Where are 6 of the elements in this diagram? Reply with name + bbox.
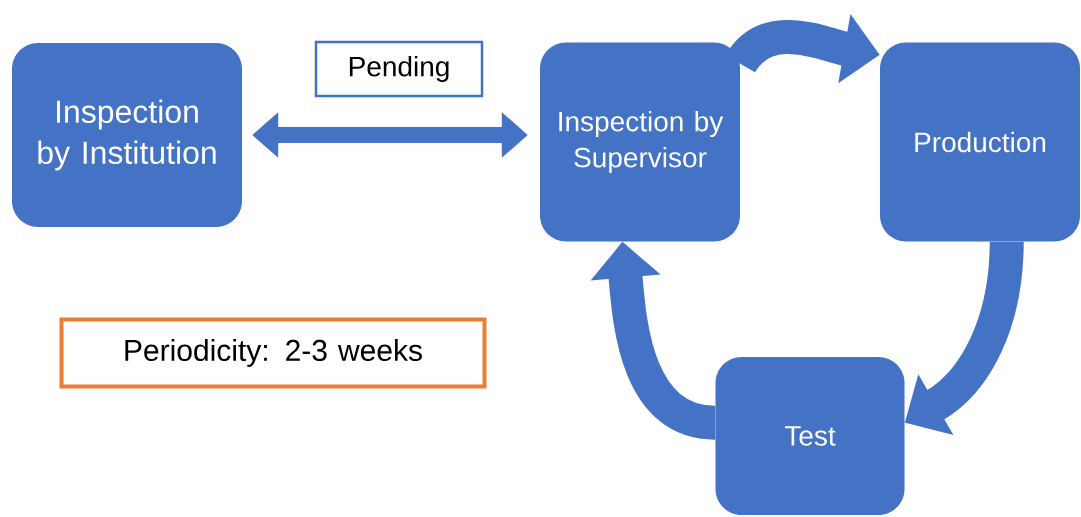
note-box: Periodicity: 2-3 weeks bbox=[59, 317, 487, 389]
rounded-box: Production bbox=[880, 42, 1080, 242]
rounded-box: Inspection by Institution bbox=[12, 43, 242, 227]
status-box: Pending bbox=[314, 40, 484, 98]
rounded-box: Inspection by Supervisor bbox=[540, 42, 740, 242]
rounded-box: Test bbox=[715, 357, 905, 515]
